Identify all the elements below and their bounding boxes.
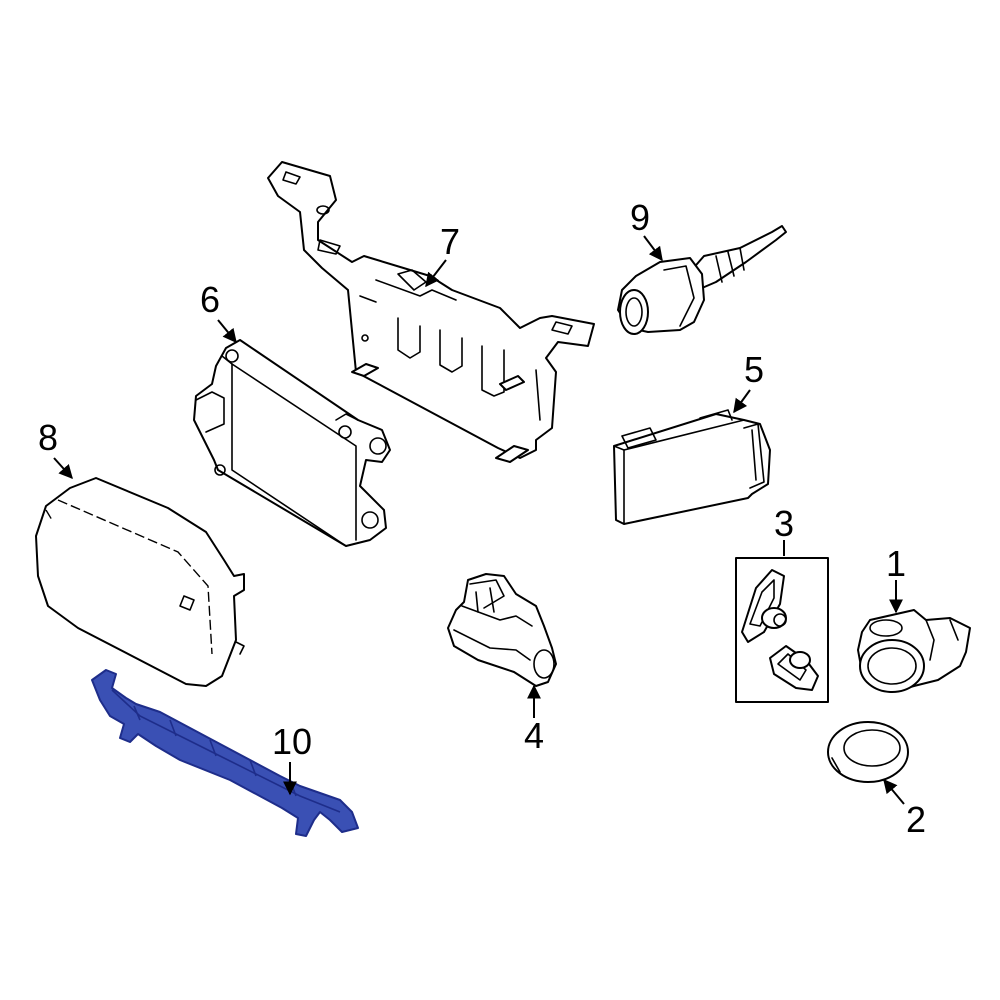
leader-9	[643, 235, 663, 262]
leader-7	[425, 259, 447, 288]
part-2-ring[interactable]	[827, 721, 909, 783]
leader-8	[53, 457, 73, 480]
part-9-sensor[interactable]	[617, 225, 787, 335]
leader-6	[217, 319, 237, 344]
part-4-camera[interactable]	[447, 573, 557, 687]
callouts: 7 6 8 10 9 5 3 1 2 4	[38, 197, 926, 840]
callout-3[interactable]: 3	[774, 503, 794, 544]
part-7-mounting-bracket[interactable]	[267, 161, 595, 463]
callout-8[interactable]: 8	[38, 417, 58, 458]
callout-7[interactable]: 7	[440, 221, 460, 262]
callout-2[interactable]: 2	[906, 799, 926, 840]
part-8-cover[interactable]	[35, 477, 245, 687]
part-10-support-rail[interactable]	[91, 669, 359, 837]
leader-2	[883, 778, 905, 805]
callout-10[interactable]: 10	[272, 721, 312, 762]
part-5-electronic-module[interactable]	[613, 409, 771, 525]
leader-lines	[53, 235, 905, 805]
part-3-bracket-kit[interactable]	[735, 557, 829, 703]
part-1-parking-sensor[interactable]	[857, 609, 971, 693]
part-6-control-module[interactable]	[193, 339, 391, 547]
callout-5[interactable]: 5	[744, 349, 764, 390]
callout-4[interactable]: 4	[524, 715, 544, 756]
leader-5	[733, 389, 751, 414]
callout-6[interactable]: 6	[200, 279, 220, 320]
callout-1[interactable]: 1	[886, 543, 906, 584]
callout-9[interactable]: 9	[630, 197, 650, 238]
